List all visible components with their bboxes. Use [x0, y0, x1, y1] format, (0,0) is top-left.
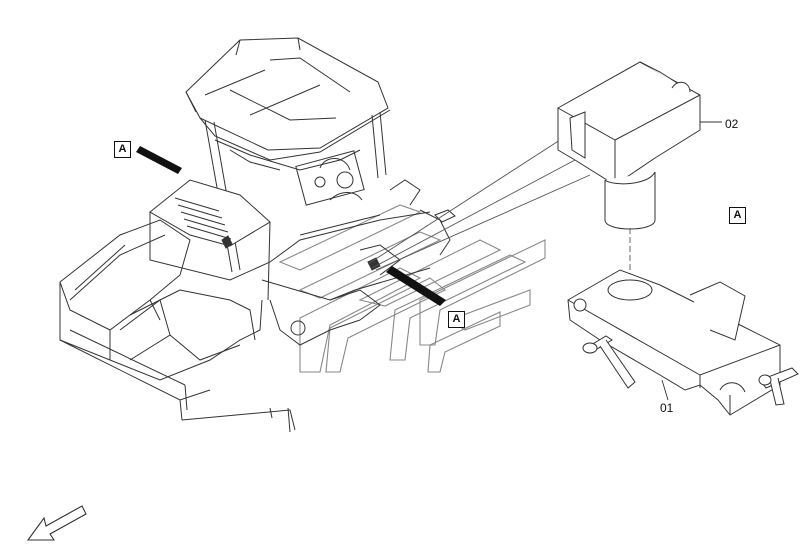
view-callout-a-detail: A [729, 207, 746, 224]
leader-lines [367, 139, 591, 271]
part-02-sensor-head [557, 61, 701, 230]
view-callout-a-upper: A [114, 141, 131, 158]
canopy-roof [185, 37, 389, 151]
view-callout-a-lower: A [448, 311, 465, 328]
part-number-02: 02 [725, 117, 739, 131]
part-01-leader [661, 379, 669, 401]
watermark-logo [278, 204, 546, 373]
engine-hood [149, 179, 271, 247]
view-arrow-a-lower [386, 266, 446, 306]
direction-arrow-icon [26, 505, 87, 541]
part-01-mounting-bracket [567, 269, 799, 416]
paver-machine [59, 37, 456, 433]
part-number-01: 01 [660, 401, 674, 415]
hopper [59, 219, 191, 331]
view-arrow-a-upper [136, 146, 182, 174]
